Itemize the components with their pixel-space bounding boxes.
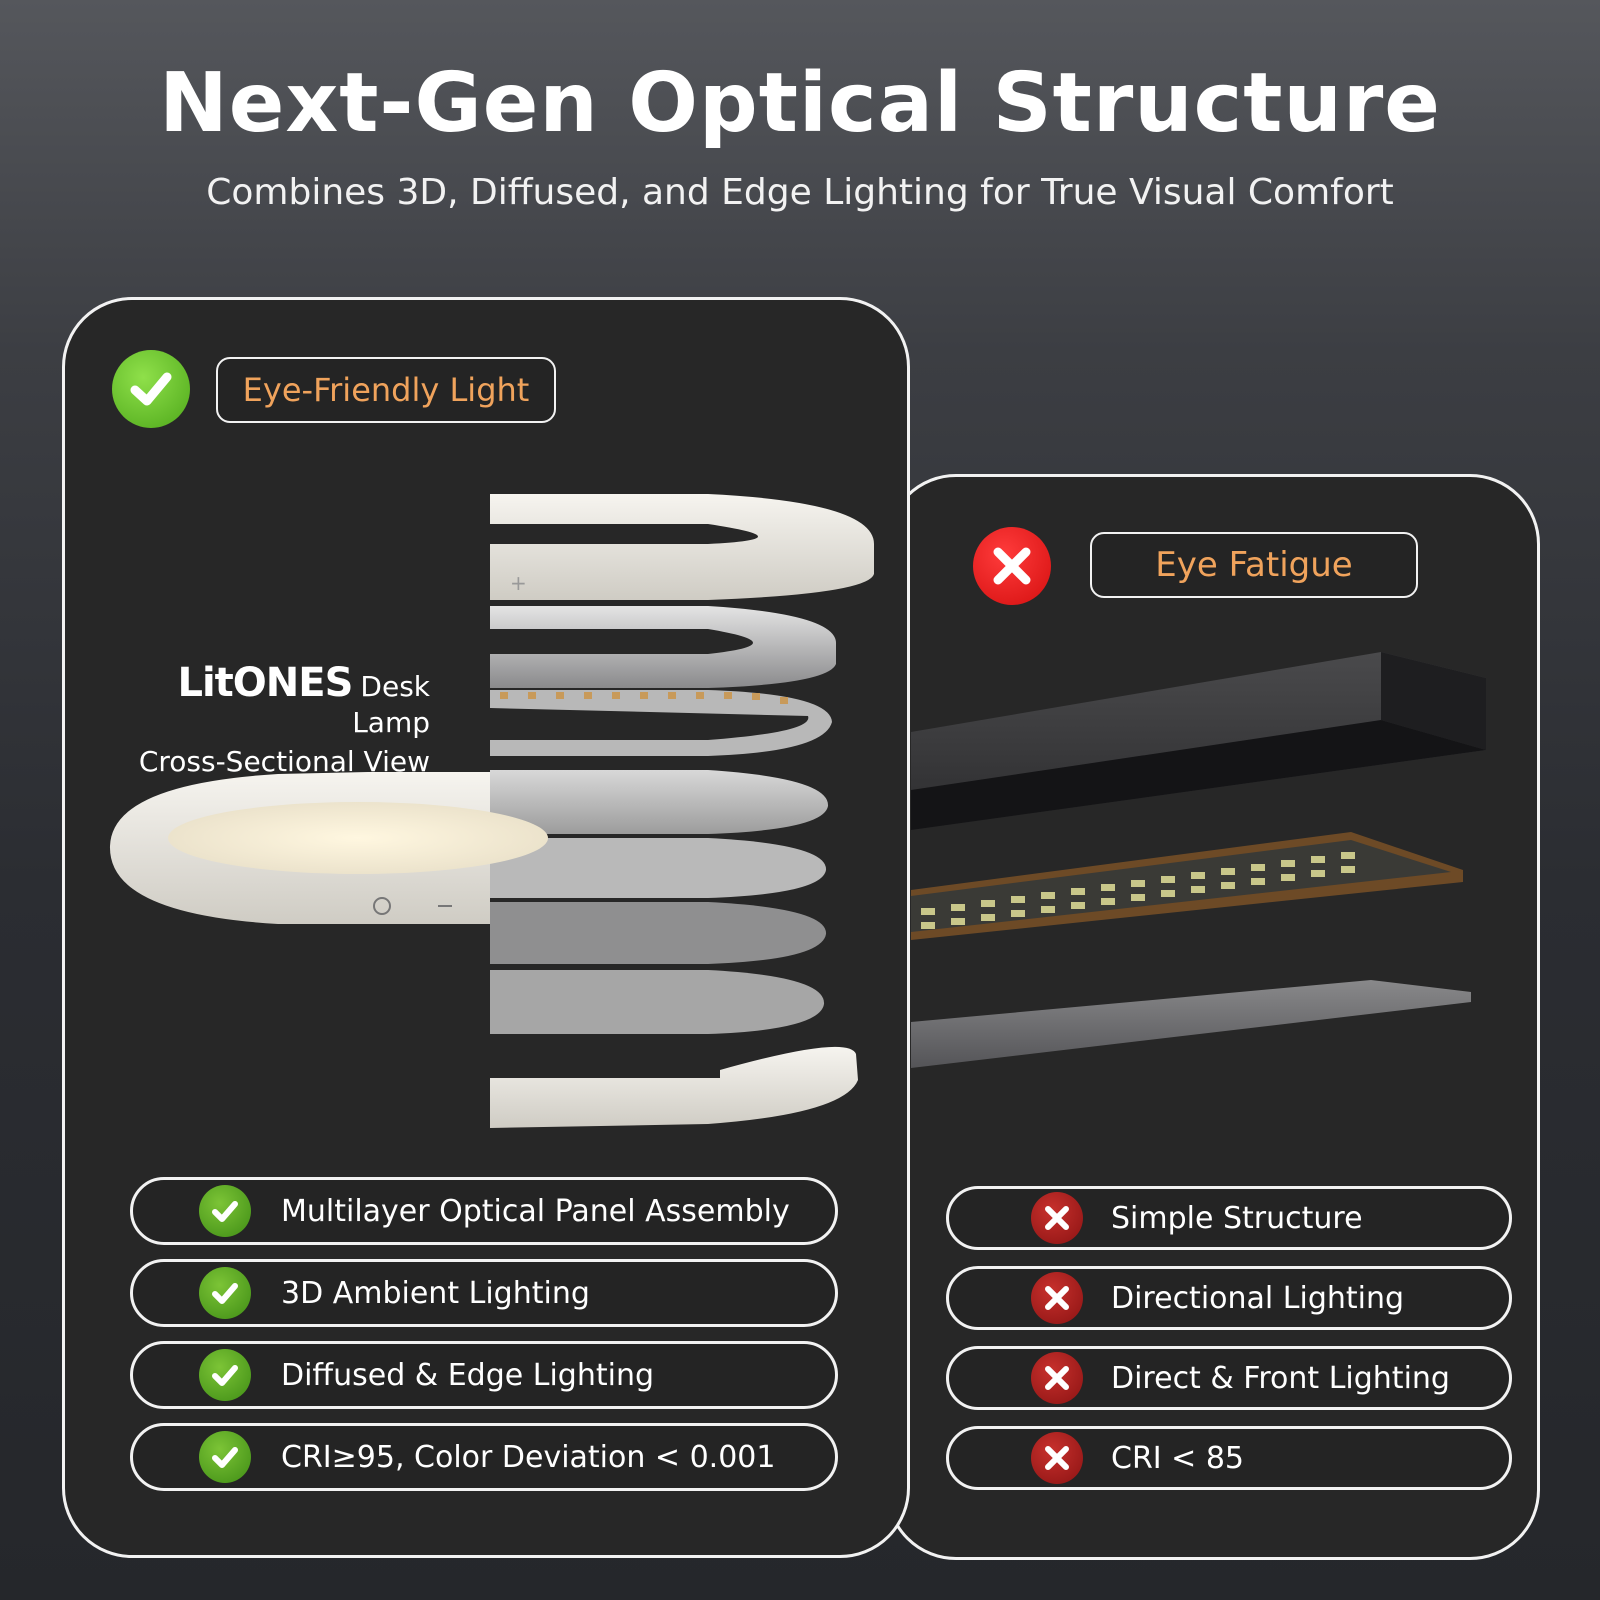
check-circle-icon (199, 1349, 251, 1401)
list-item: CRI < 85 (946, 1426, 1512, 1490)
x-circle-icon (1031, 1432, 1083, 1484)
brand-product: Desk Lamp (352, 670, 430, 739)
conventional-lamp-illustration (911, 652, 1486, 1068)
feature-text: Simple Structure (1111, 1200, 1363, 1236)
x-circle-icon (973, 527, 1051, 605)
check-circle-icon (199, 1267, 251, 1319)
feature-text: Direct & Front Lighting (1111, 1360, 1450, 1396)
eye-fatigue-feature-list: Simple Structure Directional Lighting Di… (946, 1186, 1512, 1506)
list-item: Directional Lighting (946, 1266, 1512, 1330)
check-circle-icon (199, 1185, 251, 1237)
feature-text: Diffused & Edge Lighting (281, 1357, 655, 1393)
svg-text:+: + (510, 571, 527, 595)
list-item: Direct & Front Lighting (946, 1346, 1512, 1410)
list-item: 3D Ambient Lighting (130, 1259, 838, 1327)
brand-logo: LitONES (177, 660, 353, 706)
feature-text: CRI < 85 (1111, 1440, 1245, 1476)
eye-friendly-label: Eye-Friendly Light (216, 357, 556, 423)
x-circle-icon (1031, 1192, 1083, 1244)
x-circle-icon (1031, 1352, 1083, 1404)
eye-fatigue-label: Eye Fatigue (1090, 532, 1418, 598)
check-circle-icon (112, 350, 190, 428)
list-item: Diffused & Edge Lighting (130, 1341, 838, 1409)
list-item: Multilayer Optical Panel Assembly (130, 1177, 838, 1245)
list-item: Simple Structure (946, 1186, 1512, 1250)
page-title: Next-Gen Optical Structure (159, 56, 1441, 151)
list-item: CRI≥95, Color Deviation < 0.001 (130, 1423, 838, 1491)
x-circle-icon (1031, 1272, 1083, 1324)
feature-text: CRI≥95, Color Deviation < 0.001 (281, 1439, 776, 1475)
feature-text: Multilayer Optical Panel Assembly (281, 1193, 790, 1229)
multilayer-lamp-illustration: + (109, 494, 874, 1128)
check-circle-icon (199, 1431, 251, 1483)
eye-friendly-feature-list: Multilayer Optical Panel Assembly 3D Amb… (130, 1177, 838, 1505)
page-subtitle: Combines 3D, Diffused, and Edge Lighting… (206, 172, 1394, 213)
feature-text: 3D Ambient Lighting (281, 1275, 590, 1311)
feature-text: Directional Lighting (1111, 1280, 1405, 1316)
